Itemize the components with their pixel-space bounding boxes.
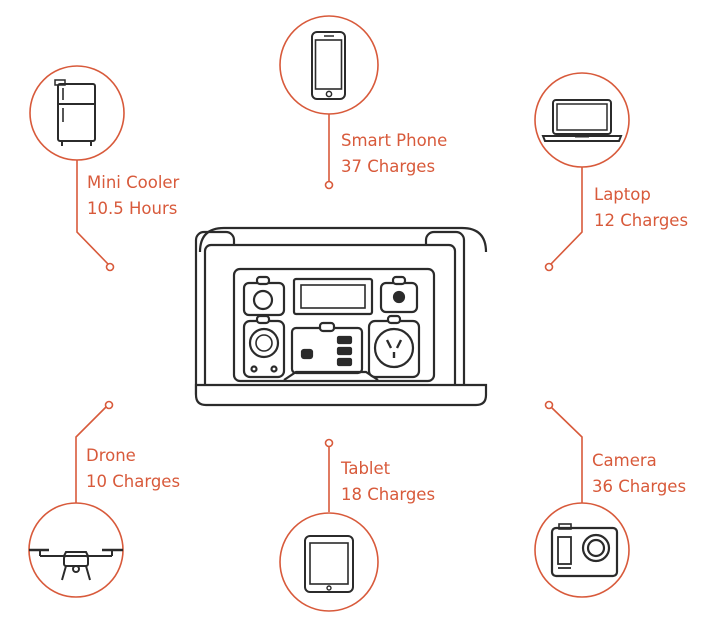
drone-capacity: 10 Charges [86,472,181,491]
laptop-name: Laptop [594,185,651,204]
laptop-label: Laptop 12 Charges [594,182,688,234]
power-station-icon [194,226,488,407]
drone-label: Drone 10 Charges [86,443,180,495]
smart-phone-connector-dot [324,180,334,190]
tablet-name: Tablet [341,459,391,478]
mini-cooler-circle [29,65,125,161]
camera-connector [550,406,583,503]
camera-capacity: 36 Charges [592,477,687,496]
drone-connector-dot [104,400,114,410]
laptop-icon [541,99,623,142]
refrigerator-icon [54,79,96,146]
laptop-connector-dot [544,262,554,272]
camera-connector-dot [544,400,554,410]
camera-circle [534,502,630,598]
laptop-circle [534,72,630,168]
laptop-connector [550,166,583,265]
smart-phone-capacity: 37 Charges [341,157,436,176]
drone-connector [75,406,107,503]
mini-cooler-capacity: 10.5 Hours [87,199,178,218]
tablet-label: Tablet 18 Charges [341,456,435,508]
mini-cooler-name: Mini Cooler [87,173,180,192]
tablet-capacity: 18 Charges [341,485,436,504]
mini-cooler-label: Mini Cooler 10.5 Hours [87,170,179,222]
smart-phone-label: Smart Phone 37 Charges [341,128,447,180]
tablet-connector-dot [324,438,334,448]
smart-phone-circle [279,15,379,115]
mini-cooler-connector-dot [105,262,115,272]
tablet-circle [279,512,379,612]
tablet-icon [304,535,354,593]
laptop-capacity: 12 Charges [594,211,689,230]
connector-lines [75,114,583,512]
camera-label: Camera 36 Charges [592,448,686,500]
smart-phone-name: Smart Phone [341,131,448,150]
drone-name: Drone [86,446,136,465]
action-camera-icon [550,523,619,578]
drone-icon [29,548,123,581]
smartphone-icon [311,31,346,100]
mini-cooler-connector [76,143,109,265]
camera-name: Camera [592,451,657,470]
